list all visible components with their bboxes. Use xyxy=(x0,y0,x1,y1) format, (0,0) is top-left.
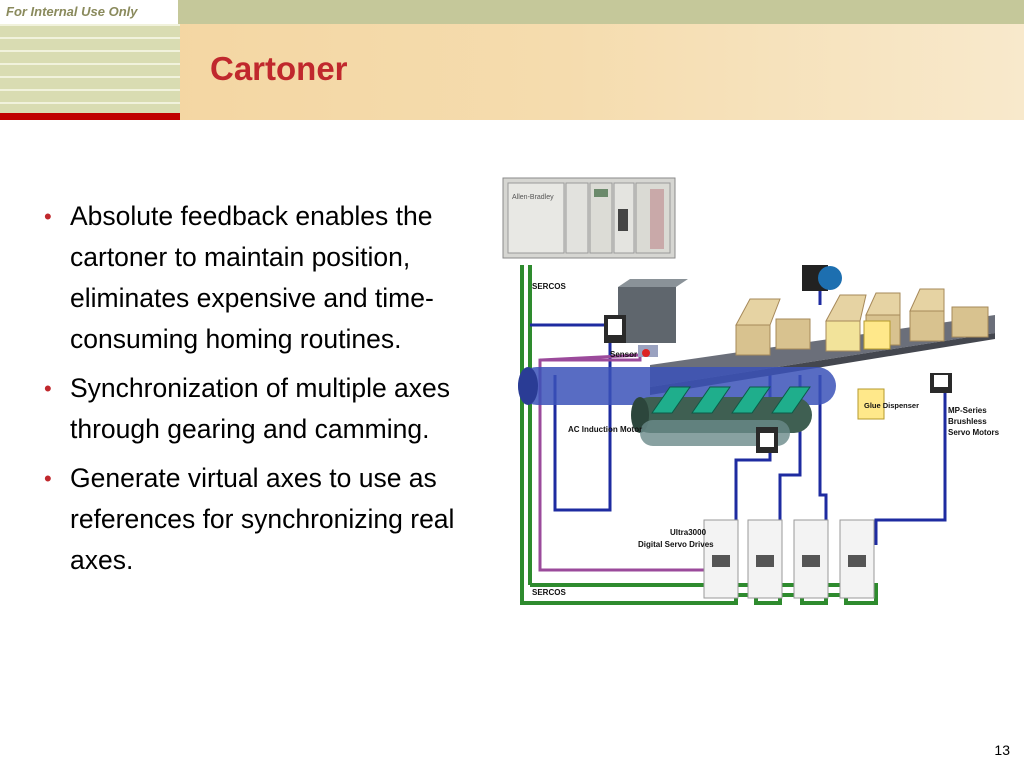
servo-motor-right xyxy=(930,373,952,393)
sensor xyxy=(638,345,658,357)
bullet-item: Synchronization of multiple axes through… xyxy=(40,368,490,450)
bullet-list: Absolute feedback enables the cartoner t… xyxy=(40,196,490,589)
glue-dispenser xyxy=(857,320,891,420)
plc-controller: Allen-Bradley xyxy=(502,177,676,259)
mp-series-label: MP-Series xyxy=(948,406,987,415)
slide-title: Cartoner xyxy=(210,50,348,87)
ac-motor-label: AC Induction Motor xyxy=(568,425,642,434)
header-top-bar xyxy=(180,0,1024,24)
servo-motor-top xyxy=(802,265,842,291)
sercos-bottom-label: SERCOS xyxy=(532,588,566,597)
internal-use-tag: For Internal Use Only xyxy=(0,0,180,24)
cartoner-diagram-svg: Allen-Bradley xyxy=(502,177,1000,605)
servo-motors-label: Servo Motors xyxy=(948,428,1000,437)
digital-servo-drives-label: Digital Servo Drives xyxy=(638,540,714,549)
bullet-item: Absolute feedback enables the cartoner t… xyxy=(40,196,490,360)
sercos-top-label: SERCOS xyxy=(532,282,566,291)
cartons xyxy=(735,288,989,356)
ultra3000-label: Ultra3000 xyxy=(670,528,707,537)
brushless-label: Brushless xyxy=(948,417,987,426)
sensor-label: Sensor xyxy=(610,350,637,359)
glue-dispenser-label: Glue Dispenser xyxy=(864,401,919,410)
cartoner-diagram: Allen-Bradley xyxy=(500,175,1005,615)
servo-motor-left xyxy=(604,279,688,343)
lower-conveyor xyxy=(640,420,790,446)
servo-drives xyxy=(703,519,875,599)
plc-brand-label: Allen-Bradley xyxy=(512,194,554,201)
header-red-accent xyxy=(0,113,180,120)
slide-header: For Internal Use Only Cartoner xyxy=(0,0,1024,120)
page-number: 13 xyxy=(994,742,1010,758)
purple-cable xyxy=(538,353,730,572)
internal-use-label: For Internal Use Only xyxy=(6,4,138,19)
servo-motor-bottom xyxy=(756,427,778,453)
bullet-item: Generate virtual axes to use as referenc… xyxy=(40,458,490,581)
